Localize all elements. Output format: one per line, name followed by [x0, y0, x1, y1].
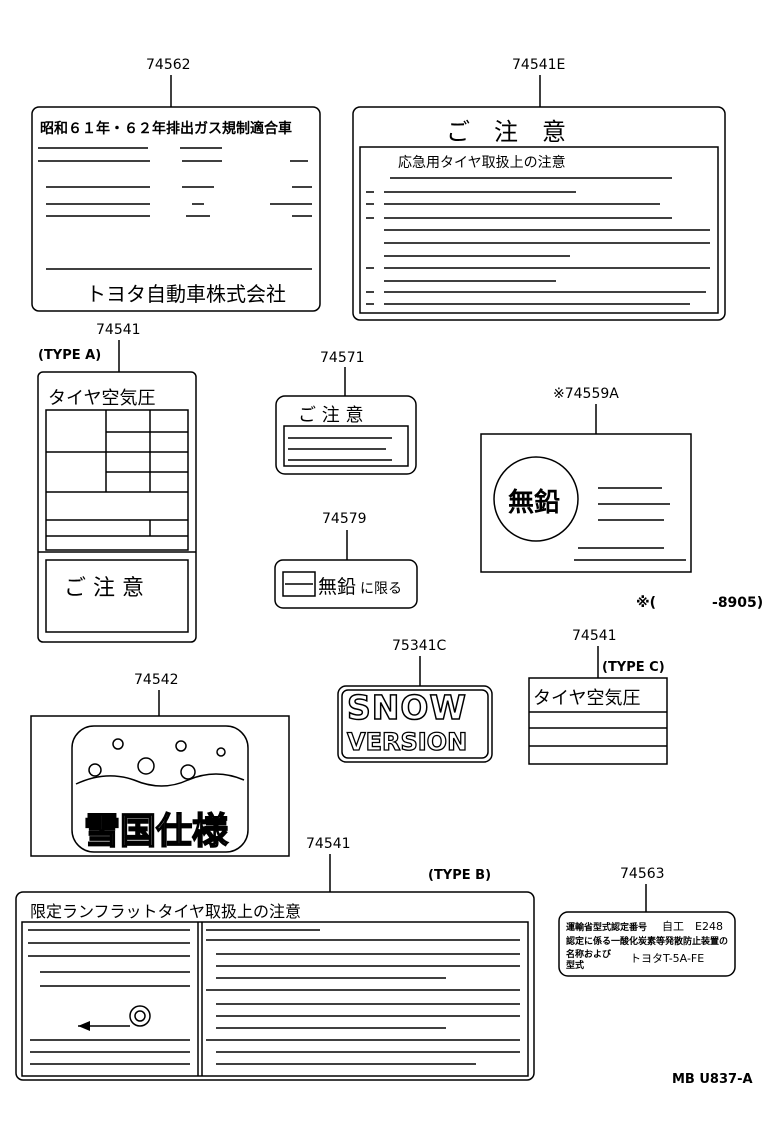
part-number-74559A: ※74559A	[553, 386, 619, 402]
type-a-tag: (TYPE A)	[38, 348, 102, 363]
label-74541E-outline	[352, 75, 726, 321]
spare-tire-heading: 応急用タイヤ取扱上の注意	[398, 155, 566, 171]
type-c-tag: (TYPE C)	[602, 660, 665, 675]
snow-text: SNOW	[346, 687, 467, 728]
label-75341C-outline	[337, 656, 493, 763]
emission-label-heading: 昭和６１年・６２年排出ガス規制適合車	[40, 121, 292, 137]
label-74563-outline	[558, 884, 736, 977]
cert-row1-right: 自工 E248	[662, 920, 723, 933]
cert-row2: 認定に係る一酸化炭素等発散防止装置の	[566, 937, 729, 947]
note-8905: ※( -8905)	[636, 595, 764, 611]
part-number-74541-typeC: 74541	[572, 628, 617, 644]
caution-text-typeA: ご 注 意	[64, 576, 144, 601]
label-74571-outline	[275, 367, 417, 475]
snow-spec-text: 雪国仕様	[83, 810, 229, 853]
part-number-74541-typeA: 74541	[96, 322, 141, 338]
label-74541-typeB-outline	[15, 854, 535, 1081]
part-number-74563: 74563	[620, 866, 665, 882]
unleaded-small-text: に限る	[360, 581, 402, 597]
cert-row3-right: トヨタT-5A-FE	[630, 952, 705, 965]
label-74542-outline	[30, 690, 290, 857]
label-74541-typeC-outline	[528, 646, 668, 765]
part-number-74541-typeB: 74541	[306, 836, 351, 852]
part-number-74579: 74579	[322, 511, 367, 527]
emission-label-footer: トヨタ自動車株式会社	[86, 282, 286, 306]
diagram-code: MB U837-A	[672, 1072, 753, 1087]
version-text: VERSION	[346, 727, 468, 756]
part-number-74542: 74542	[134, 672, 179, 688]
runflat-heading: 限定ランフラットタイヤ取扱上の注意	[30, 902, 302, 921]
label-74562-outline	[31, 75, 321, 312]
part-number-75341C: 75341C	[392, 638, 447, 654]
label-74559A-outline	[480, 404, 692, 573]
part-number-74562: 74562	[146, 57, 191, 73]
caution-heading-74541E: ご 注 意	[446, 118, 566, 146]
part-number-74571: 74571	[320, 350, 365, 366]
arrow-head	[78, 1021, 90, 1031]
part-number-74541E: 74541E	[512, 57, 566, 73]
unleaded-big-text: 無鉛	[318, 576, 357, 598]
tire-pressure-heading-typeA: タイヤ空気圧	[48, 388, 156, 409]
unleaded-emblem: 無鉛	[508, 488, 561, 518]
cert-row3-left: 名称および	[566, 950, 612, 960]
label-74541-typeA-outline	[37, 340, 197, 643]
tire-pressure-heading-typeC: タイヤ空気圧	[533, 688, 641, 709]
label-74579-outline	[274, 530, 418, 609]
type-b-tag: (TYPE B)	[428, 868, 492, 883]
cert-row4-left: 型式	[566, 961, 585, 971]
caution-heading-74571: ご 注 意	[298, 405, 364, 426]
cert-row1-left: 運輸省型式認定番号	[566, 923, 648, 933]
